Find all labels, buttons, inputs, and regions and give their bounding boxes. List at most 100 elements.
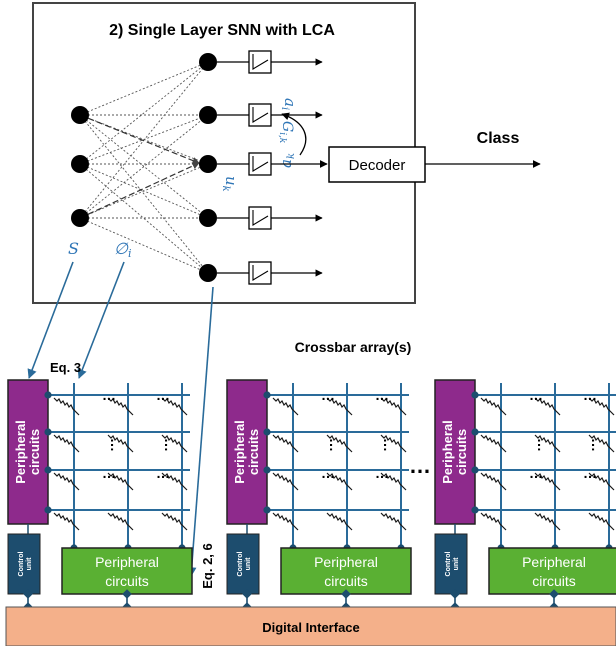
- control-unit: [226, 533, 260, 595]
- control-unit: [7, 533, 41, 595]
- mapping-arrow-outputs: [186, 286, 214, 577]
- highlight-synapse-arrow: [79, 162, 200, 219]
- cell-ellipsis-vertical: …: [327, 438, 343, 452]
- memristor-symbol: [480, 397, 507, 416]
- junction-dot: [471, 428, 479, 436]
- cell-ellipsis: …: [375, 387, 389, 403]
- cell-ellipsis: …: [102, 387, 116, 403]
- control-unit-label: Controlunit: [237, 552, 252, 577]
- synapse-line: [79, 217, 209, 274]
- eq26-label: Eq. 2, 6: [200, 543, 215, 589]
- memristor-symbol: [480, 434, 507, 453]
- memristor-symbol: [588, 434, 615, 453]
- memristor-symbol: [107, 472, 134, 491]
- snn-connections: [79, 61, 209, 274]
- memristor-symbol: [326, 472, 353, 491]
- cell-ellipsis: …: [156, 465, 170, 481]
- control-unit-label: Controlunit: [18, 552, 33, 577]
- synapse-line: [79, 61, 209, 116]
- memristor-symbol: [53, 434, 80, 453]
- output-neuron: [199, 264, 217, 282]
- threshold-symbol: [252, 210, 269, 226]
- snn-nodes: [71, 53, 217, 282]
- memristor-symbol: [326, 512, 353, 531]
- peripheral-circuits-vertical: [434, 379, 476, 525]
- threshold-symbol: [252, 107, 269, 123]
- memristor-symbol: [534, 472, 561, 491]
- peripheral-circuits-vertical: [7, 379, 49, 525]
- junction-dot: [263, 466, 271, 474]
- cell-ellipsis-vertical: …: [589, 438, 605, 452]
- peripheral-circuits-horizontal-label-1: Peripheral: [95, 554, 159, 570]
- memristor-symbol: [380, 434, 407, 453]
- junction-dot: [263, 428, 271, 436]
- array-separator-dots: …: [409, 453, 431, 478]
- output-neuron: [199, 106, 217, 124]
- cell-ellipsis: …: [321, 465, 335, 481]
- cell-ellipsis: …: [156, 387, 170, 403]
- memristor-symbol: [380, 397, 407, 416]
- input-neuron: [71, 155, 89, 173]
- snn-activation-blocks: [217, 50, 323, 285]
- activation-block: [248, 206, 272, 230]
- cell-ellipsis: …: [375, 465, 389, 481]
- memristor-symbol: [326, 397, 353, 416]
- mapping-arrow-phi: [77, 261, 125, 379]
- memristor-symbol: [272, 434, 299, 453]
- output-neuron: [199, 155, 217, 173]
- memristor-symbol: [534, 434, 561, 453]
- activation-block: [248, 152, 272, 176]
- inhibition-arrow: [281, 112, 307, 156]
- output-neuron: [199, 53, 217, 71]
- junction-dot: [471, 466, 479, 474]
- peripheral-circuits-horizontal: [488, 547, 616, 595]
- memristor-symbol: [534, 397, 561, 416]
- activation-block: [248, 261, 272, 285]
- digital-interface-label: Digital Interface: [262, 620, 360, 635]
- memristor-symbol: [588, 397, 615, 416]
- crossbar-title: Crossbar array(s): [295, 339, 412, 355]
- memristor-symbol: [534, 512, 561, 531]
- memristor-symbol: [588, 472, 615, 491]
- junction-dot: [44, 466, 52, 474]
- peripheral-circuits-horizontal-label-2: circuits: [324, 573, 368, 589]
- memristor-symbol: [272, 397, 299, 416]
- memristor-symbol: [588, 512, 615, 531]
- synapse-line: [79, 114, 209, 219]
- digital-interface-box: [5, 606, 616, 646]
- junction-dot: [44, 506, 52, 514]
- threshold-symbol: [252, 265, 269, 281]
- memristor-symbol: [161, 397, 188, 416]
- cell-ellipsis: …: [583, 465, 597, 481]
- synapse-line: [79, 114, 209, 219]
- synapse-line: [79, 114, 209, 274]
- memristor-symbol: [53, 512, 80, 531]
- peripheral-circuits-vertical-label: Peripheralcircuits: [440, 420, 469, 484]
- cell-ellipsis-vertical: …: [535, 438, 551, 452]
- junction-dot: [471, 391, 479, 399]
- peripheral-circuits-horizontal: [280, 547, 412, 595]
- cell-ellipsis: …: [529, 387, 543, 403]
- highlight-synapse-arrow: [79, 114, 200, 164]
- cell-ellipsis: …: [321, 387, 335, 403]
- decoder-box: [328, 146, 426, 183]
- memristor-symbol: [53, 397, 80, 416]
- memristor-symbol: [161, 512, 188, 531]
- output-neuron: [199, 209, 217, 227]
- input-neuron: [71, 209, 89, 227]
- memristor-symbol: [480, 512, 507, 531]
- memristor-symbol: [161, 434, 188, 453]
- class-label: Class: [477, 130, 520, 147]
- junction-dot: [263, 391, 271, 399]
- threshold-symbol: [252, 156, 269, 172]
- synapse-line: [79, 163, 209, 219]
- peripheral-circuits-vertical-label: Peripheralcircuits: [13, 420, 42, 484]
- activation-block: [248, 103, 272, 127]
- peripheral-circuits-horizontal-label-2: circuits: [532, 573, 576, 589]
- cell-ellipsis-vertical: …: [108, 438, 124, 452]
- synapse-line: [79, 61, 209, 219]
- mapping-arrow-s: [27, 261, 74, 379]
- peripheral-circuits-vertical-label: Peripheralcircuits: [232, 420, 261, 484]
